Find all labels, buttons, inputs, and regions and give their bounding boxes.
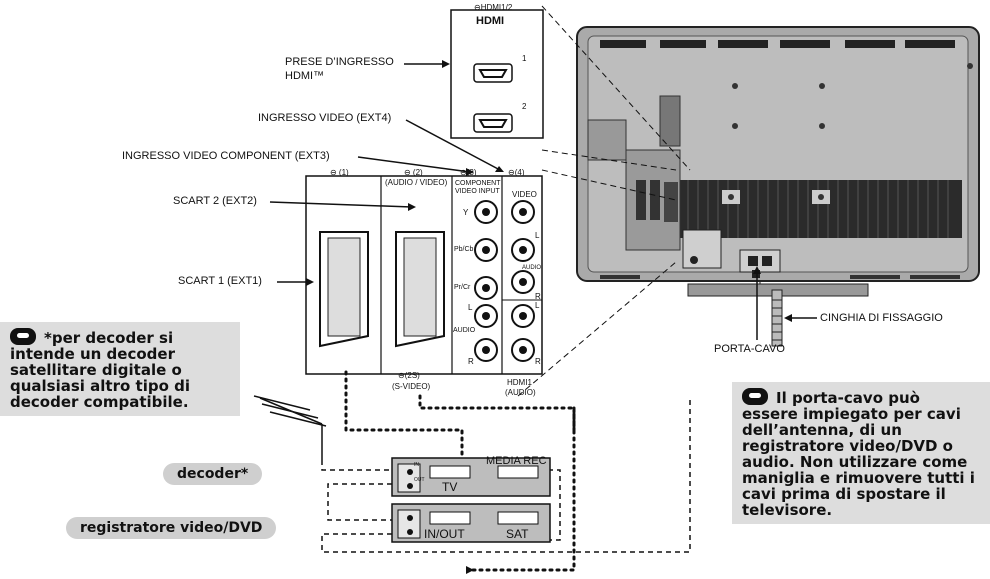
hand-icon	[10, 328, 36, 345]
col1-header: ⊖ (1)	[330, 168, 349, 177]
decoder-device	[391, 457, 551, 497]
component-ext3-label: INGRESSO VIDEO COMPONENT (EXT3)	[122, 150, 330, 162]
strap-label: CINGHIA DI FISSAGGIO	[820, 312, 943, 324]
video-input-ext4-label: INGRESSO VIDEO (EXT4)	[258, 112, 392, 124]
in-out-label: IN/OUT	[424, 527, 465, 541]
l-label: L	[468, 303, 473, 312]
decoder-note: *per decoder si intende un decoder satel…	[0, 322, 240, 416]
hdmi-port-1: 1	[522, 54, 527, 63]
hdmi-logo: HDMI	[476, 15, 505, 27]
media-rec-label: MEDIA REC	[486, 455, 547, 467]
r-label: R	[468, 357, 474, 366]
hdmi1-label: HDMI1	[507, 378, 532, 387]
audio-r-label: AUDIO	[522, 265, 542, 271]
cable-note: Il porta-cavo può essere impiegato per c…	[732, 382, 990, 524]
decoder-in-label: IN	[414, 462, 419, 468]
col3-sub1: COMPONENT	[455, 180, 501, 187]
hdmi1-sub: (AUDIO)	[505, 388, 536, 397]
r3-label: R	[535, 357, 541, 366]
l2-label: L	[535, 231, 540, 240]
hdmi-panel	[450, 9, 544, 139]
scart2-label: SCART 2 (EXT2)	[173, 195, 257, 207]
sat-label: SAT	[506, 527, 529, 541]
fixing-strap	[771, 289, 817, 347]
hand-icon	[742, 388, 768, 405]
recorder-pill: registratore video/DVD	[66, 517, 277, 539]
scart1-label: SCART 1 (EXT1)	[178, 275, 262, 287]
svideo-header: ⊖(2S)	[398, 371, 420, 380]
cable-holder-label: PORTA-CAVO	[714, 343, 785, 355]
hdmi-port-2: 2	[522, 102, 527, 111]
recorder-device	[391, 503, 551, 543]
col4-sub: VIDEO	[512, 190, 537, 199]
pb-label: Pb/Cb	[454, 246, 474, 253]
cable-note-text: Il porta-cavo può essere impiegato per c…	[742, 389, 975, 519]
col2-header: ⊖ (2)	[404, 168, 423, 177]
l3-label: L	[535, 301, 540, 310]
svideo-sub: (S-VIDEO)	[392, 382, 431, 391]
hdmi-inputs-label-2: HDMI™	[285, 70, 325, 82]
col3-sub2: VIDEO INPUT	[455, 188, 500, 195]
decoder-out-label: OUT	[414, 477, 425, 483]
antenna	[253, 395, 327, 460]
col3-header: ⊖(3)	[460, 168, 477, 177]
decoder-note-text: *per decoder si intende un decoder satel…	[10, 329, 190, 411]
tv-rear-view	[576, 26, 980, 297]
col4-header: ⊖(4)	[508, 168, 525, 177]
audio-label: AUDIO	[453, 327, 476, 334]
hdmi-inputs-label: PRESE D’INGRESSO	[285, 56, 394, 68]
tv-label: TV	[442, 480, 458, 494]
col2-sub: (AUDIO / VIDEO)	[385, 178, 448, 187]
pr-label: Pr/Cr	[454, 284, 471, 291]
decoder-pill: decoder*	[163, 463, 263, 485]
r2-label: R	[535, 292, 541, 301]
hdmi-header: ⊖HDMI1/2	[474, 3, 513, 12]
connector-panel	[305, 175, 543, 375]
y-label: Y	[463, 208, 469, 217]
